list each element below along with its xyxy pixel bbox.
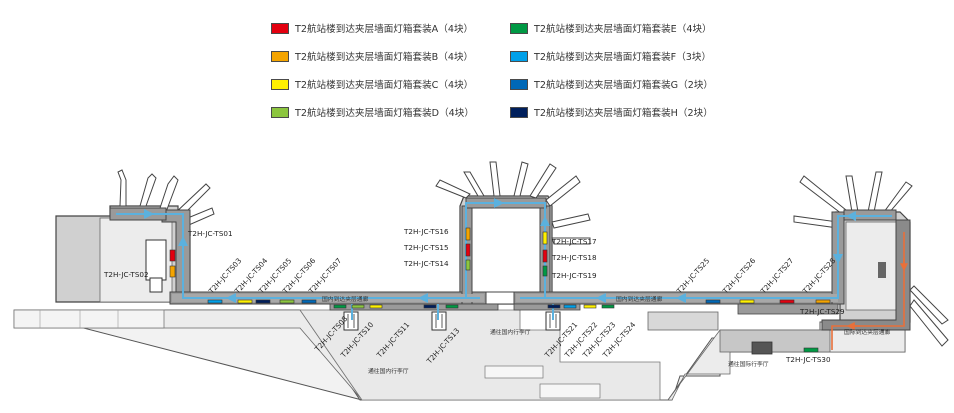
site-label: T2H-JC-TS17 (551, 237, 597, 246)
legend-swatch (510, 78, 528, 90)
lightbox-g (301, 299, 317, 304)
legend-item-a: T2航站楼到达夹层墙面灯箱套装A（4块） (271, 20, 473, 36)
lightbox-h (547, 304, 561, 309)
site-label: T2H-JC-TS15 (403, 243, 449, 252)
corridor-label: 国内到达夹层通廊 (322, 295, 369, 303)
corridor-labels: 国内到达夹层通廊 国内到达夹层通廊 国际到达夹层通廊 通往国内行李厅 通往国内行… (322, 295, 891, 375)
legend-label: T2航站楼到达夹层墙面灯箱套装C（4块） (295, 80, 474, 91)
left-wing-shaft (145, 239, 167, 281)
destination-label: 通往国内行李厅 (490, 328, 531, 336)
lightbox-c (583, 304, 597, 309)
legend-item-h: T2航站楼到达夹层墙面灯箱套装H（2块） (510, 104, 713, 120)
lightbox-c (369, 304, 383, 309)
site-label: T2H-JC-TS14 (403, 259, 449, 268)
site-label: T2H-JC-TS27 (758, 256, 795, 296)
legend-swatch (271, 50, 289, 62)
right-lower-room (647, 311, 719, 331)
legend-item-g: T2航站楼到达夹层墙面灯箱套装G（2块） (510, 76, 713, 92)
legend-swatch (510, 22, 528, 34)
legend-label: T2航站楼到达夹层墙面灯箱套装G（2块） (534, 80, 714, 91)
lightbox-c (739, 299, 755, 304)
right-wing-hall (845, 221, 903, 311)
legend-label: T2航站楼到达夹层墙面灯箱套装A（4块） (295, 24, 474, 35)
lightbox-e (445, 304, 459, 309)
lightbox-a (542, 249, 548, 263)
site-label: T2H-JC-TS01 (187, 229, 233, 238)
legend-label: T2航站楼到达夹层墙面灯箱套装H（2块） (534, 108, 713, 119)
legend-item-c: T2航站楼到达夹层墙面灯箱套装C（4块） (271, 76, 473, 92)
right-jet-bridges (793, 171, 949, 347)
lightbox-h (255, 299, 271, 304)
site-label: T2H-JC-TS18 (551, 253, 597, 262)
domestic-baggage-hall (299, 309, 661, 401)
lightbox-b (169, 265, 176, 278)
baggage-claim-belt (539, 383, 601, 399)
lightbox-g (705, 299, 721, 304)
legend-label: T2航站楼到达夹层墙面灯箱套装E（4块） (534, 24, 712, 35)
left-jet-bridges (117, 169, 215, 229)
site-label: T2H-JC-TS29 (799, 307, 845, 316)
baggage-claim-belt (484, 365, 544, 379)
corridor-right-stub (737, 303, 839, 315)
legend-label: T2航站楼到达夹层墙面灯箱套装D（4块） (295, 108, 474, 119)
lightbox-e (803, 347, 819, 353)
legend-swatch (510, 50, 528, 62)
international-corridor (821, 219, 911, 331)
intl-baggage-entrance-icon (751, 341, 773, 355)
lightbox-c (542, 231, 548, 245)
legend-swatch (271, 106, 289, 118)
legend-label: T2航站楼到达夹层墙面灯箱套装B（4块） (295, 52, 474, 63)
lightbox-markers (169, 227, 831, 353)
domestic-route-arrows (140, 198, 860, 303)
lightbox-e (601, 304, 615, 309)
escalator-steps (347, 314, 557, 328)
left-lower-block (13, 309, 165, 329)
legend-swatch (271, 22, 289, 34)
intl-baggage-room (719, 329, 831, 353)
lightbox-a (169, 249, 176, 262)
lightbox-f (207, 299, 223, 304)
lightbox-d (465, 259, 471, 271)
site-label: T2H-JC-TS02 (103, 270, 149, 279)
corridor-label: 国际到达夹层通廊 (844, 328, 891, 336)
legend-item-b: T2航站楼到达夹层墙面灯箱套装B（4块） (271, 48, 473, 64)
lightbox-d (279, 299, 295, 304)
site-label: T2H-JC-TS19 (551, 271, 597, 280)
destination-label: 通往国际行李厅 (728, 360, 769, 368)
middle-jet-bridges (435, 161, 591, 245)
international-route (831, 232, 908, 350)
site-label: T2H-JC-TS25 (674, 256, 711, 296)
legend-label: T2航站楼到达夹层墙面灯箱套装F（3块） (534, 52, 712, 63)
legend-item-e: T2航站楼到达夹层墙面灯箱套装E（4块） (510, 20, 712, 36)
lightbox-b (465, 227, 471, 241)
lightbox-f (563, 304, 577, 309)
lightbox-b (815, 299, 831, 304)
corridor-lower-right (513, 303, 581, 311)
site-label: T2H-JC-TS26 (720, 256, 757, 296)
site-label: T2H-JC-TS30 (785, 355, 831, 364)
lightbox-c (237, 299, 253, 304)
destination-label: 通往国内行李厅 (368, 367, 409, 375)
lightbox-e (542, 265, 548, 277)
middle-pier-hall (469, 205, 543, 297)
legend-swatch (510, 106, 528, 118)
lightbox-a (465, 243, 471, 257)
corridor-label: 国内到达夹层通廊 (616, 295, 663, 303)
lightbox-h (423, 304, 437, 309)
right-wing-stairs (878, 262, 886, 278)
lightbox-a (779, 299, 795, 304)
legend-swatch (271, 78, 289, 90)
escalator (343, 311, 561, 331)
corridor-lower-left (329, 303, 499, 311)
legend-item-f: T2航站楼到达夹层墙面灯箱套装F（3块） (510, 48, 711, 64)
legend-item-d: T2航站楼到达夹层墙面灯箱套装D（4块） (271, 104, 474, 120)
lightbox-d (351, 304, 365, 309)
site-label: T2H-JC-TS16 (403, 227, 449, 236)
lightbox-e (333, 304, 347, 309)
